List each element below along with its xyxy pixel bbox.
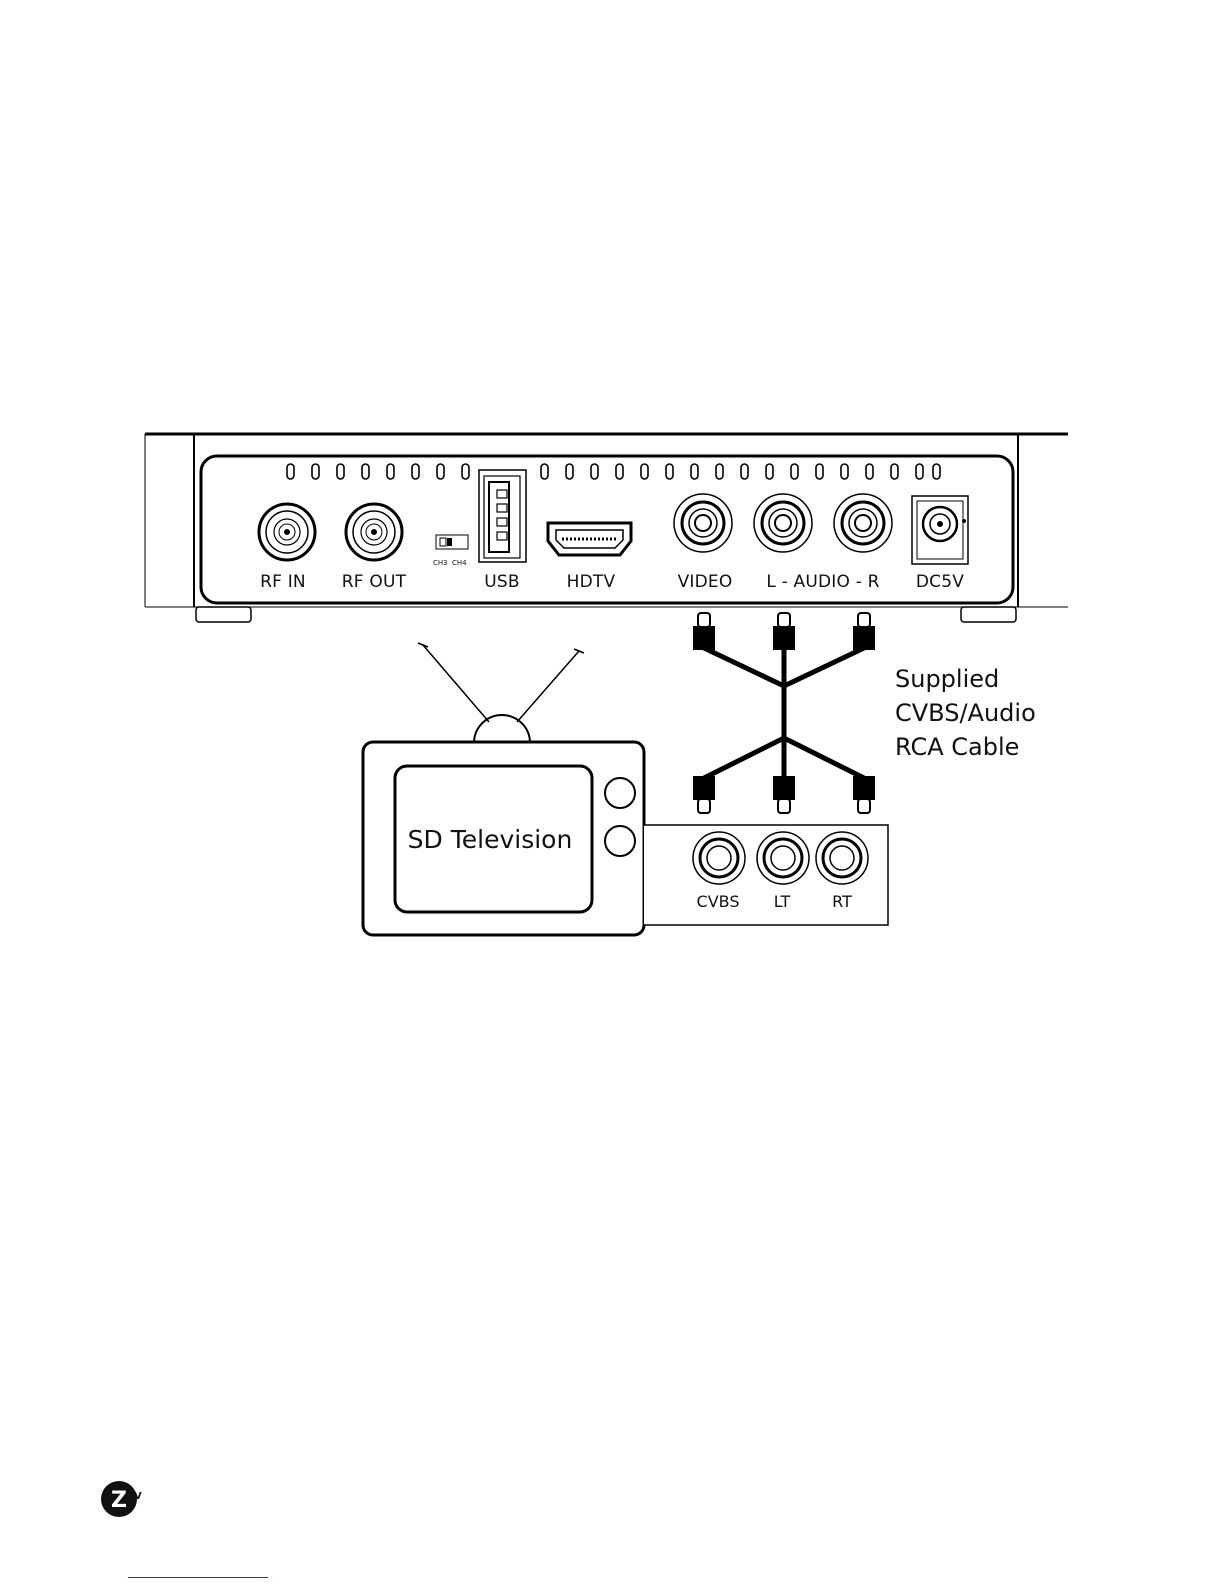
tv-jack-label-cvbs: CVBS bbox=[697, 892, 740, 911]
port-label-rf-in: RF IN bbox=[260, 572, 306, 592]
rca-cable: Supplied CVBS/Audio RCA Cable bbox=[693, 613, 1036, 813]
tv-input-panel: CVBS LT RT bbox=[644, 825, 888, 925]
port-label-usb: USB bbox=[484, 572, 520, 592]
channel-switch: CH3 CH4 bbox=[433, 535, 468, 567]
cable-label-line-3: RCA Cable bbox=[895, 733, 1019, 761]
rf-out-connector bbox=[346, 504, 402, 560]
hdmi-port bbox=[548, 523, 631, 555]
cable-label: Supplied CVBS/Audio RCA Cable bbox=[895, 665, 1036, 761]
rca-plug-bottom-right bbox=[853, 776, 875, 813]
rca-plug-top-right bbox=[853, 613, 875, 650]
vent-slots bbox=[287, 464, 940, 479]
tv-jack-label-lt: LT bbox=[774, 892, 791, 911]
footer-link-underline bbox=[128, 1577, 268, 1578]
channel-switch-ch3-label: CH3 bbox=[433, 559, 448, 567]
port-label-hdtv: HDTV bbox=[567, 572, 616, 592]
audio-left-rca-jack bbox=[754, 494, 812, 552]
dc-power-jack bbox=[912, 496, 968, 564]
brand-logo: Z V bbox=[101, 1481, 142, 1517]
rca-plug-top-video bbox=[693, 613, 715, 650]
rf-in-connector bbox=[259, 504, 315, 560]
brand-logo-superscript: V bbox=[134, 1491, 142, 1502]
port-label-audio: L - AUDIO - R bbox=[766, 572, 879, 592]
video-rca-jack bbox=[674, 494, 732, 552]
usb-port bbox=[479, 470, 526, 562]
sd-television: SD Television CVBS LT RT bbox=[363, 643, 888, 935]
tv-label: SD Television bbox=[408, 825, 573, 854]
rca-plug-bottom-left bbox=[773, 776, 795, 813]
device-rear-panel: CH3 CH4 bbox=[145, 434, 1068, 622]
channel-switch-ch4-label: CH4 bbox=[452, 559, 467, 567]
port-label-rf-out: RF OUT bbox=[342, 572, 407, 592]
tv-jack-label-rt: RT bbox=[832, 892, 852, 911]
rca-plug-bottom-video bbox=[693, 776, 715, 813]
port-label-dc5v: DC5V bbox=[916, 572, 964, 592]
port-label-video: VIDEO bbox=[678, 572, 733, 592]
brand-logo-letter: Z bbox=[111, 1488, 127, 1513]
cable-label-line-2: CVBS/Audio bbox=[895, 699, 1036, 727]
audio-right-rca-jack bbox=[834, 494, 892, 552]
port-labels: RF IN RF OUT USB HDTV VIDEO L - AUDIO - … bbox=[260, 572, 964, 592]
cable-label-line-1: Supplied bbox=[895, 665, 999, 693]
rca-plug-top-left bbox=[773, 613, 795, 650]
antenna-icon bbox=[418, 643, 584, 743]
